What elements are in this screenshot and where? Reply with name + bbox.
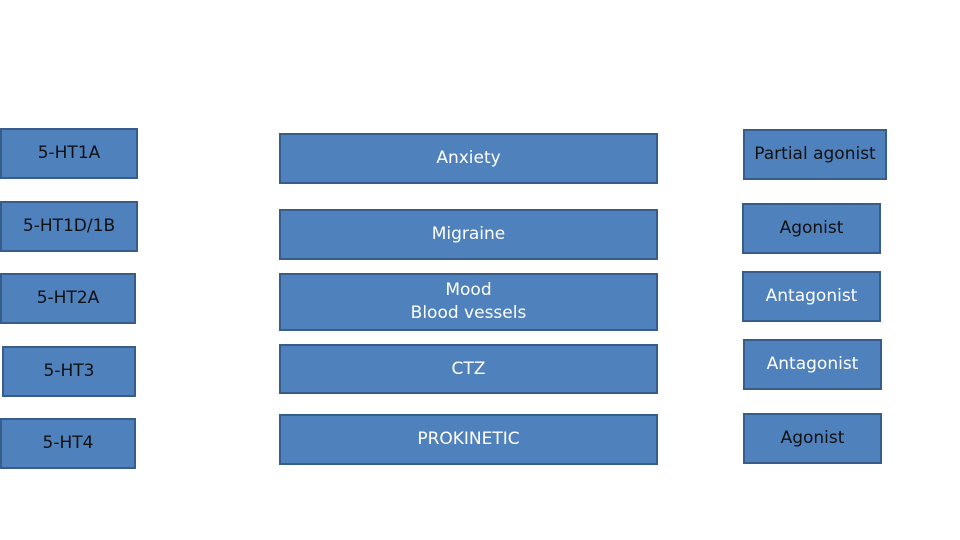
action-box-antagonist: Antagonist: [743, 339, 882, 390]
action-label: Agonist: [779, 218, 844, 238]
receptor-box-5ht3: 5-HT3: [2, 346, 136, 397]
action-label: Partial agonist: [754, 144, 876, 164]
action-label: Antagonist: [766, 354, 859, 374]
receptor-box-5ht4: 5-HT4: [0, 418, 136, 469]
receptor-label: 5-HT2A: [36, 288, 100, 308]
action-label: Antagonist: [765, 286, 858, 306]
effect-box-prokinetic: PROKINETIC: [279, 414, 658, 465]
action-box-agonist: Agonist: [742, 203, 881, 254]
action-box-partial-agonist: Partial agonist: [743, 129, 887, 180]
effect-label: Migraine: [431, 224, 506, 244]
effect-label: Anxiety: [436, 148, 501, 168]
receptor-box-5ht1d-1b: 5-HT1D/1B: [0, 201, 138, 252]
effect-box-anxiety: Anxiety: [279, 133, 658, 184]
receptor-box-5ht2a: 5-HT2A: [0, 273, 136, 324]
receptor-label: 5-HT3: [43, 361, 95, 381]
effect-label: CTZ: [451, 358, 486, 379]
receptor-label: 5-HT1A: [37, 143, 101, 163]
effect-label-line-1: Mood: [445, 280, 492, 300]
effect-label-line-2: Blood vessels: [410, 303, 527, 323]
action-label: Agonist: [780, 428, 845, 448]
effect-box-ctz: CTZ: [279, 344, 658, 394]
action-box-agonist: Agonist: [743, 413, 882, 464]
effect-label: PROKINETIC: [417, 429, 520, 449]
receptor-label: 5-HT1D/1B: [22, 216, 116, 236]
effect-box-mood-blood-vessels: Mood Blood vessels: [279, 273, 658, 331]
effect-box-migraine: Migraine: [279, 209, 658, 260]
receptor-box-5ht1a: 5-HT1A: [0, 128, 138, 179]
action-box-antagonist: Antagonist: [742, 271, 881, 322]
receptor-label: 5-HT4: [42, 433, 94, 453]
